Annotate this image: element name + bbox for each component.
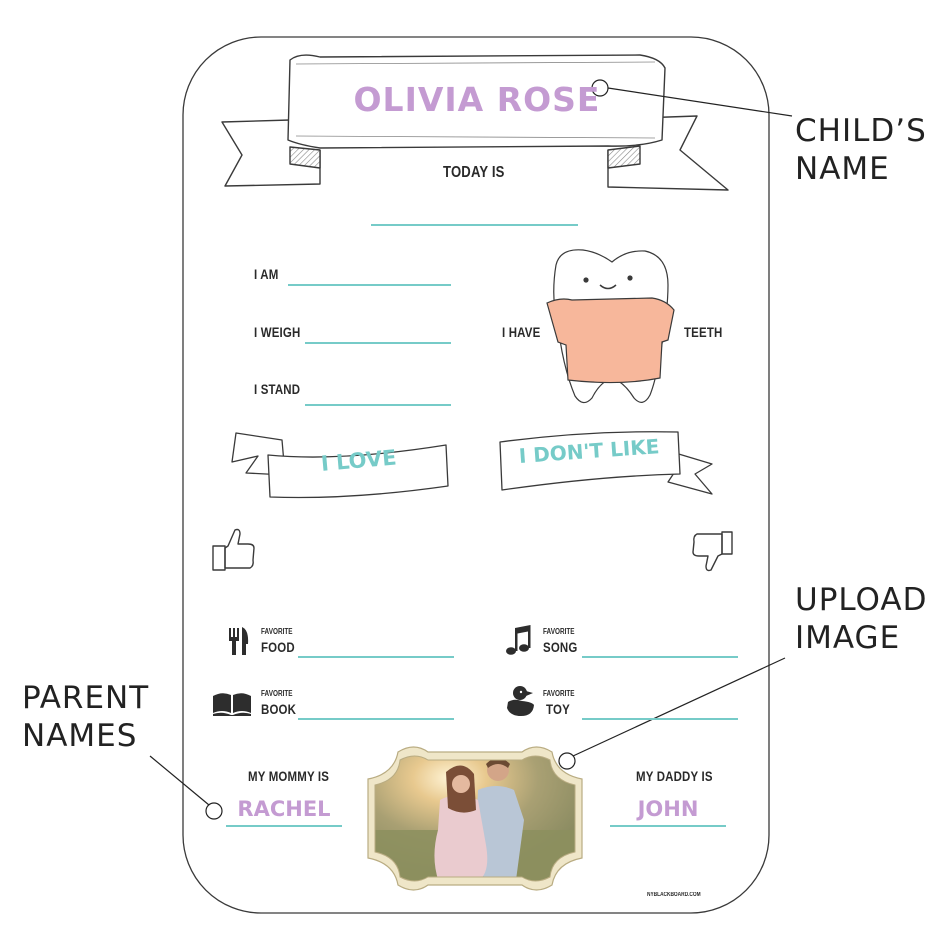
fav-book-label: BOOK xyxy=(261,701,297,717)
thumbs-up-icon xyxy=(212,528,255,571)
mommy-label: MY MOMMY IS xyxy=(248,768,330,784)
music-note-icon xyxy=(506,625,531,655)
i-stand-input-line[interactable] xyxy=(305,404,451,406)
fav-toy-small: FAVORITE xyxy=(543,689,575,698)
fav-toy-label: TOY xyxy=(546,701,570,717)
fav-book-small: FAVORITE xyxy=(261,689,293,698)
thumbs-down-icon xyxy=(692,531,733,572)
callout-parent-names: PARENT NAMES xyxy=(22,680,150,754)
i-am-label: I AM xyxy=(254,266,279,282)
i-have-label: I HAVE xyxy=(502,324,541,340)
name-banner xyxy=(221,54,729,191)
daddy-name[interactable]: JOHN xyxy=(637,797,699,821)
fav-song-input-line[interactable] xyxy=(582,656,738,658)
photo-frame[interactable] xyxy=(367,746,583,891)
i-stand-label: I STAND xyxy=(254,381,301,397)
daddy-label: MY DADDY IS xyxy=(636,768,713,784)
callout-leaders xyxy=(149,79,793,820)
mommy-name[interactable]: RACHEL xyxy=(237,797,331,821)
fav-song-label: SONG xyxy=(543,639,578,655)
fav-book-input-line[interactable] xyxy=(298,718,454,720)
fav-food-input-line[interactable] xyxy=(298,656,454,658)
callout-upload-image: UPLOAD IMAGE xyxy=(795,582,928,656)
i-love-banner xyxy=(231,432,449,499)
today-input-line[interactable] xyxy=(371,224,578,226)
daddy-input-line[interactable] xyxy=(610,825,726,827)
teeth-label: TEETH xyxy=(684,324,723,340)
footer-credit: NYBLACKBOARD.COM xyxy=(647,892,701,898)
fork-knife-icon xyxy=(229,627,249,655)
i-weigh-label: I WEIGH xyxy=(254,324,301,340)
photo-man xyxy=(476,786,524,881)
rubber-duck-icon xyxy=(507,686,534,716)
parent-names-marker xyxy=(205,802,223,820)
mommy-input-line[interactable] xyxy=(226,825,342,827)
fav-toy-input-line[interactable] xyxy=(582,718,738,720)
i-dont-like-banner xyxy=(499,431,713,495)
i-weigh-input-line[interactable] xyxy=(305,342,451,344)
tooth-character xyxy=(546,249,675,404)
child-name[interactable]: OLIVIA ROSE xyxy=(353,80,601,119)
fav-song-small: FAVORITE xyxy=(543,627,575,636)
book-icon xyxy=(213,693,251,716)
upload-image-marker xyxy=(558,752,576,770)
callout-child-name: CHILD’S NAME xyxy=(795,113,927,187)
fav-food-small: FAVORITE xyxy=(261,627,293,636)
i-am-input-line[interactable] xyxy=(288,284,451,286)
today-label: TODAY IS xyxy=(443,164,505,181)
photo-woman xyxy=(434,795,488,881)
fav-food-label: FOOD xyxy=(261,639,295,655)
